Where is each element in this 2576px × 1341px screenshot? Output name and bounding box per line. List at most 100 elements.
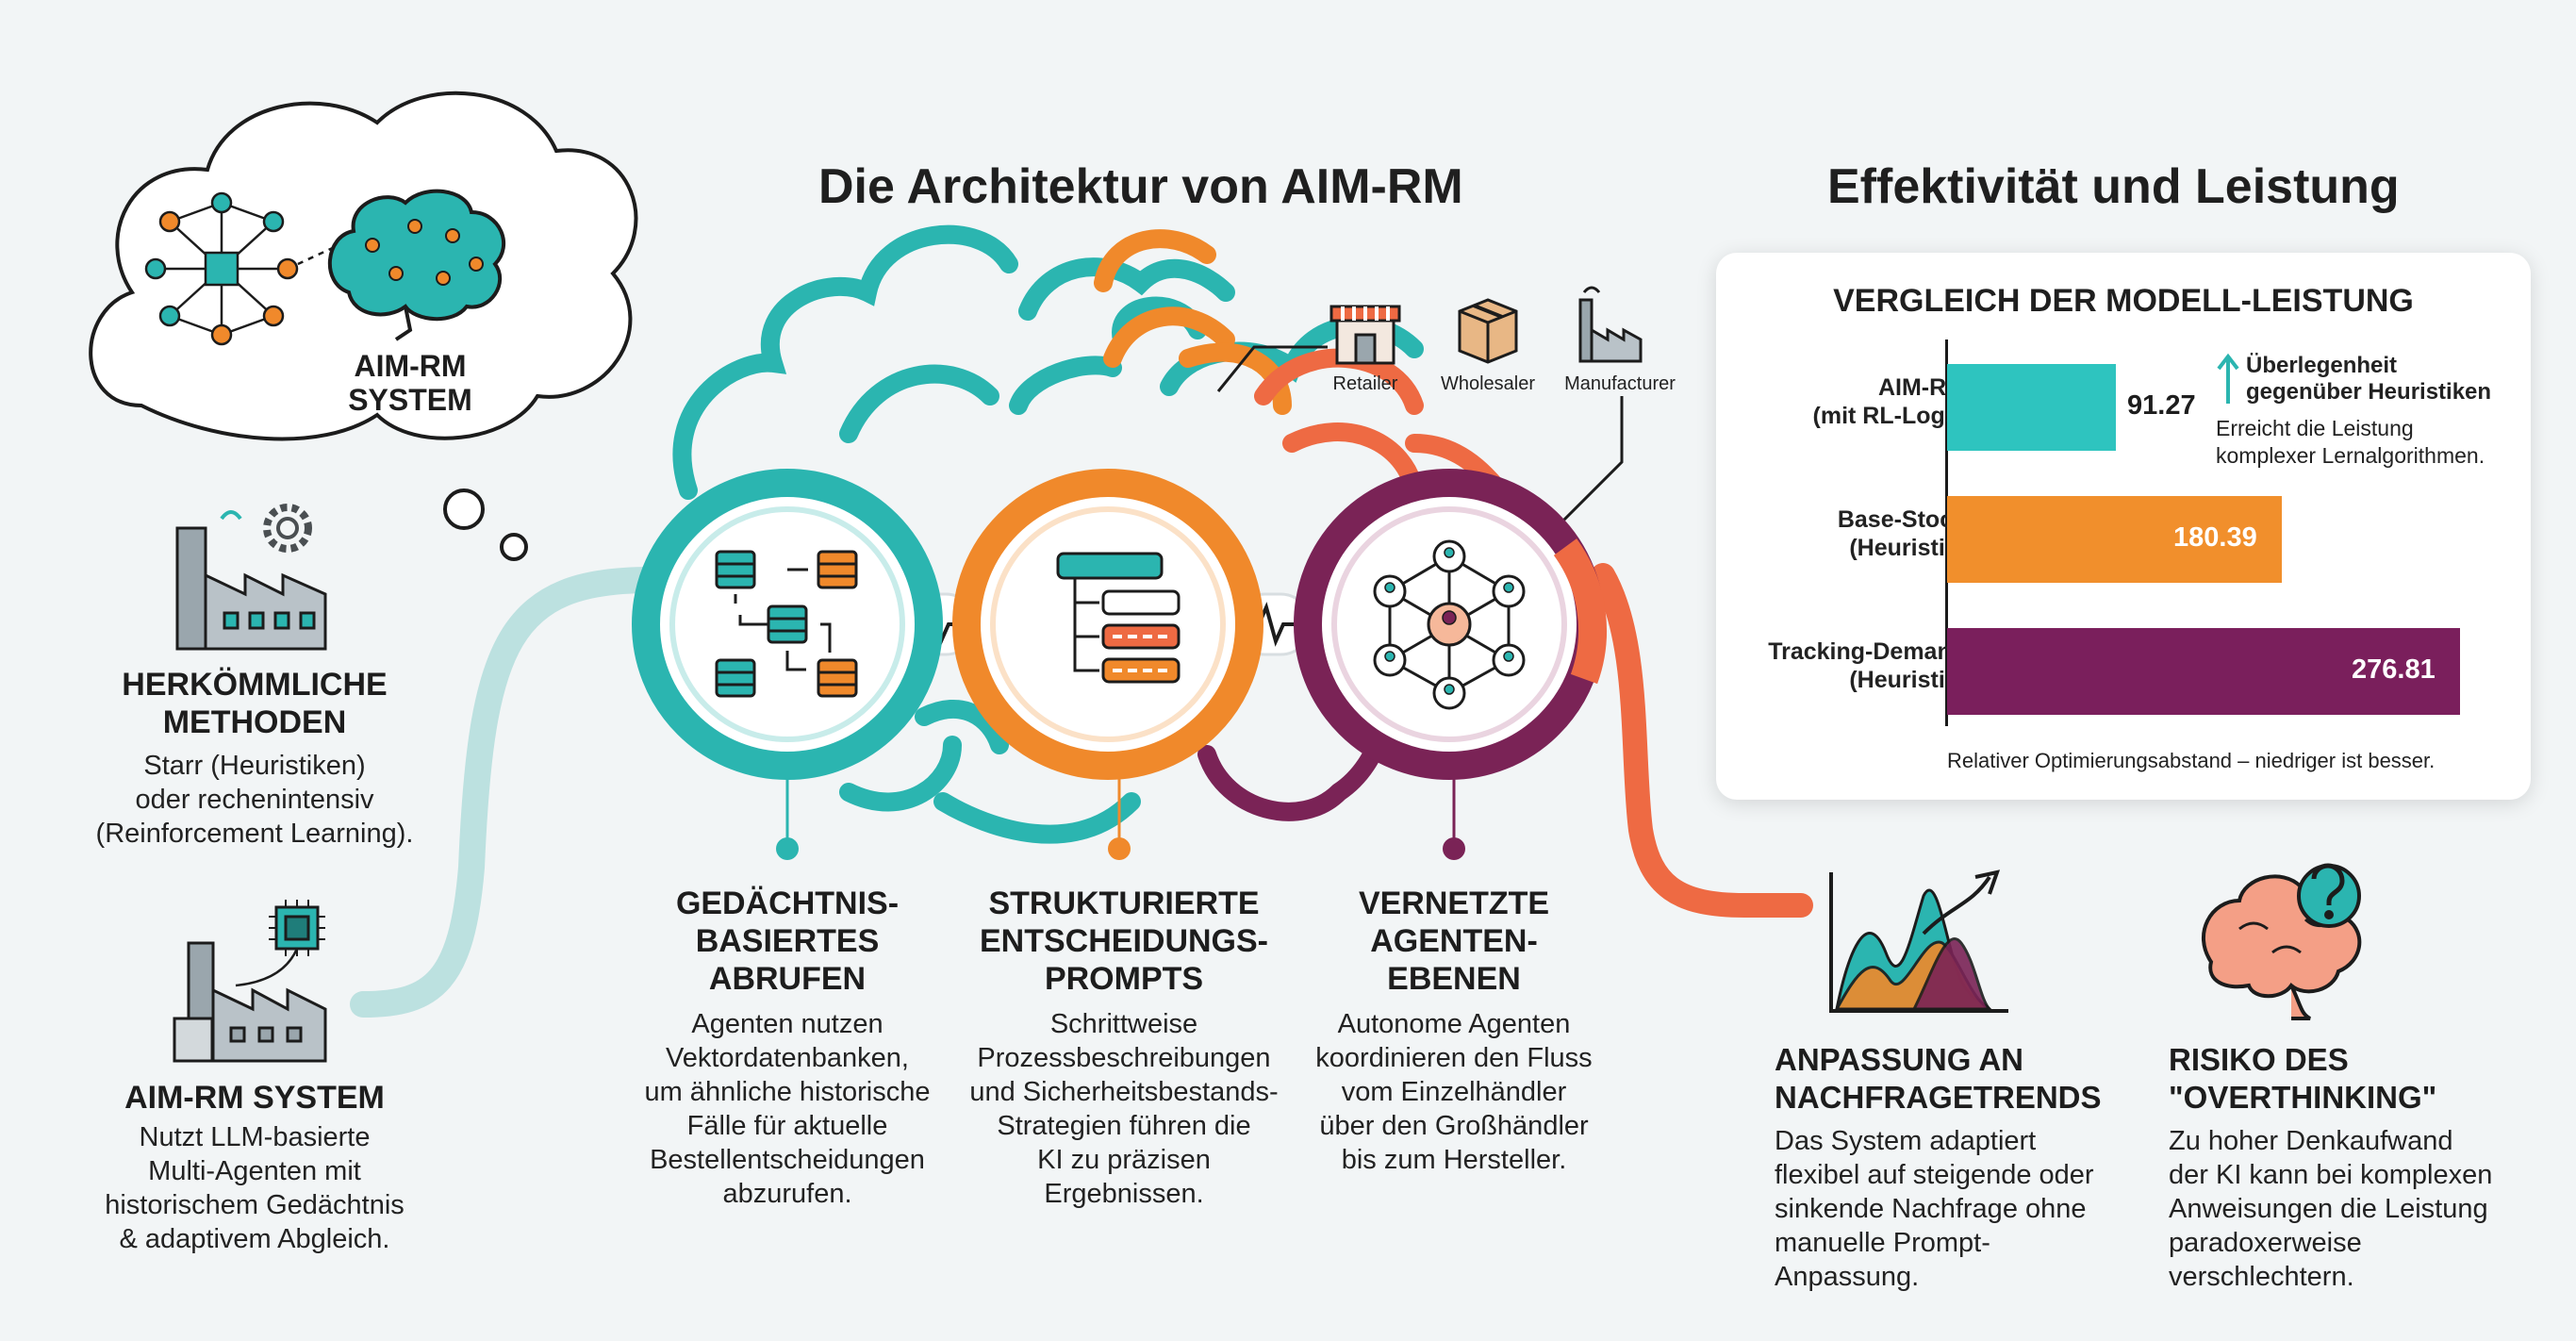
- superiority-note: Überlegenheit gegenüber Heuristiken Erre…: [2216, 353, 2527, 470]
- demand-text: manuelle Prompt-: [1775, 1228, 1990, 1258]
- bar-basestock: [1947, 496, 2282, 583]
- risk-text: paradoxerweise: [2169, 1228, 2362, 1258]
- pillar-title: BASIERTES: [695, 923, 880, 959]
- architecture-heading: Die Architektur von AIM-RM: [818, 159, 1463, 214]
- pillar-memory: GEDÄCHTNIS- BASIERTES ABRUFEN Agenten nu…: [594, 885, 981, 1211]
- bar-label-basestock: Base-Stock (Heuristik): [1735, 505, 1966, 562]
- demand-title: ANPASSUNG AN: [1775, 1042, 2024, 1077]
- traditional-text: (Reinforcement Learning).: [95, 819, 414, 849]
- database-icon: [715, 550, 858, 698]
- pillar-text: und Sicherheitsbestands-: [969, 1077, 1279, 1107]
- aimrm-text: Multi-Agenten mit: [148, 1156, 361, 1186]
- effectiveness-heading: Effektivität und Leistung: [1827, 159, 2400, 214]
- risk-text: Zu hoher Denkaufwand: [2169, 1126, 2453, 1156]
- aimrm-title: AIM-RM SYSTEM: [124, 1080, 385, 1116]
- overthinking-risk: RISIKO DES "OVERTHINKING" Zu hoher Denka…: [2169, 1041, 2565, 1294]
- pillar-text: Bestellentscheidungen: [650, 1145, 925, 1175]
- network-icon: [144, 191, 350, 346]
- pillar-text: um ähnliche historische: [644, 1077, 931, 1107]
- pillar-title: ENTSCHEIDUNGS-: [979, 923, 1269, 959]
- chart-caption: Relativer Optimierungsabstand – niedrige…: [1947, 749, 2436, 772]
- bar-label-line: (mit RL-Logs): [1812, 403, 1966, 429]
- pillar-title: VERNETZTE: [1358, 886, 1550, 921]
- bar-label-line: (Heuristik): [1849, 667, 1966, 693]
- demand-text: Das System adaptiert: [1775, 1126, 2037, 1156]
- pillar-text: Schrittweise: [1049, 1009, 1198, 1039]
- traditional-text: oder rechenintensiv: [135, 785, 374, 815]
- manufacturer-label: Manufacturer: [1564, 373, 1676, 394]
- demand-text: flexibel auf steigende oder: [1775, 1160, 2094, 1190]
- bar-value-tracking: 276.81: [2352, 654, 2436, 685]
- wholesaler-label: Wholesaler: [1440, 373, 1536, 394]
- ai-factory-icon: [173, 900, 327, 1063]
- aimrm-text: & adaptivem Abgleich.: [119, 1224, 390, 1254]
- pillar-title: PROMPTS: [1044, 961, 1204, 997]
- pillar-pins: [776, 766, 1465, 860]
- retailer-label: Retailer: [1332, 373, 1398, 394]
- risk-text: Anweisungen die Leistung: [2169, 1194, 2488, 1224]
- pillar-text: Prozessbeschreibungen: [977, 1043, 1271, 1073]
- chart-title: VERGLEICH DER MODELL-LEISTUNG: [1833, 283, 2414, 319]
- pillar-agents: VERNETZTE AGENTEN- EBENEN Autonome Agent…: [1261, 885, 1647, 1177]
- bar-label-line: Base-Stock: [1837, 506, 1966, 533]
- demand-trends: ANPASSUNG AN NACHFRAGETRENDS Das System …: [1775, 1041, 2171, 1294]
- chart-axis: [1945, 339, 1948, 726]
- cloud-label-line: AIM-RM: [354, 349, 467, 383]
- demand-trend-icon: [1829, 869, 2008, 1013]
- aimrm-system: AIM-RM SYSTEM Nutzt LLM-basierte Multi-A…: [38, 1079, 471, 1256]
- flow-connector-right: [1591, 563, 1813, 918]
- bar-value-basestock: 180.39: [2173, 522, 2257, 553]
- aimrm-text: Nutzt LLM-basierte: [139, 1122, 371, 1152]
- demand-text: sinkende Nachfrage ohne: [1775, 1194, 2087, 1224]
- performance-card: VERGLEICH DER MODELL-LEISTUNG AIM-RM (mi…: [1716, 253, 2531, 800]
- pillar-title: AGENTEN-: [1370, 923, 1538, 959]
- stakeholder-line: [1216, 345, 1624, 530]
- pillar-text: über den Großhändler: [1319, 1111, 1589, 1141]
- factory-gear-icon: [175, 504, 327, 651]
- pillar-title: GEDÄCHTNIS-: [675, 886, 900, 921]
- overthinking-brain-icon: [2201, 863, 2362, 1020]
- note-text: komplexer Lernalgorithmen.: [2216, 443, 2485, 468]
- bar-label-line: AIM-RM: [1877, 374, 1966, 401]
- pillar-text: Autonome Agenten: [1337, 1009, 1571, 1039]
- pillar-text: vom Einzelhändler: [1341, 1077, 1567, 1107]
- pillar-text: Vektordatenbanken,: [666, 1043, 909, 1073]
- pillar-text: KI zu präzisen: [1037, 1145, 1211, 1175]
- risk-text: verschlechtern.: [2169, 1262, 2354, 1292]
- demand-title: NACHFRAGETRENDS: [1775, 1080, 2102, 1115]
- note-title: Überlegenheit: [2246, 353, 2398, 378]
- traditional-title: HERKÖMMLICHE: [122, 667, 388, 703]
- bar-label-line: (Heuristik): [1849, 535, 1966, 561]
- pillar-text: Ergebnissen.: [1044, 1179, 1204, 1209]
- pillar-prompts: STRUKTURIERTE ENTSCHEIDUNGS- PROMPTS Sch…: [931, 885, 1317, 1211]
- risk-title: "OVERTHINKING": [2169, 1080, 2437, 1115]
- bar-aimrm: [1947, 364, 2116, 451]
- pillar-text: Agenten nutzen: [691, 1009, 883, 1039]
- traditional-text: Starr (Heuristiken): [143, 751, 366, 781]
- agent-network-icon: [1373, 539, 1526, 710]
- traditional-title: METHODEN: [162, 704, 347, 740]
- pillar-title: ABRUFEN: [708, 961, 867, 997]
- demand-text: Anpassung.: [1775, 1262, 1920, 1292]
- structured-list-icon: [1056, 552, 1181, 684]
- pillar-text: bis zum Hersteller.: [1341, 1145, 1567, 1175]
- traditional-methods: HERKÖMMLICHE METHODEN Starr (Heuristiken…: [38, 666, 471, 851]
- bar-value-aimrm: 91.27: [2127, 390, 2196, 421]
- pillar-title: EBENEN: [1387, 961, 1521, 997]
- store-icon: [1329, 305, 1401, 365]
- cloud-label-line: SYSTEM: [348, 383, 472, 417]
- brain-icon: [327, 189, 506, 341]
- pillar-text: koordinieren den Fluss: [1315, 1043, 1593, 1073]
- risk-title: RISIKO DES: [2169, 1042, 2349, 1077]
- bar-tracking: [1947, 628, 2460, 715]
- risk-text: der KI kann bei komplexen: [2169, 1160, 2493, 1190]
- bar-label-aimrm: AIM-RM (mit RL-Logs): [1735, 373, 1966, 430]
- pillar-text: Fälle für aktuelle: [686, 1111, 888, 1141]
- pillar-title: STRUKTURIERTE: [988, 886, 1260, 921]
- aimrm-text: historischem Gedächtnis: [105, 1190, 405, 1220]
- pillar-text: abzurufen.: [722, 1179, 852, 1209]
- thought-cloud: [89, 91, 638, 561]
- arrow-up-icon: [2217, 353, 2239, 404]
- note-title: gegenüber Heuristiken: [2246, 379, 2492, 405]
